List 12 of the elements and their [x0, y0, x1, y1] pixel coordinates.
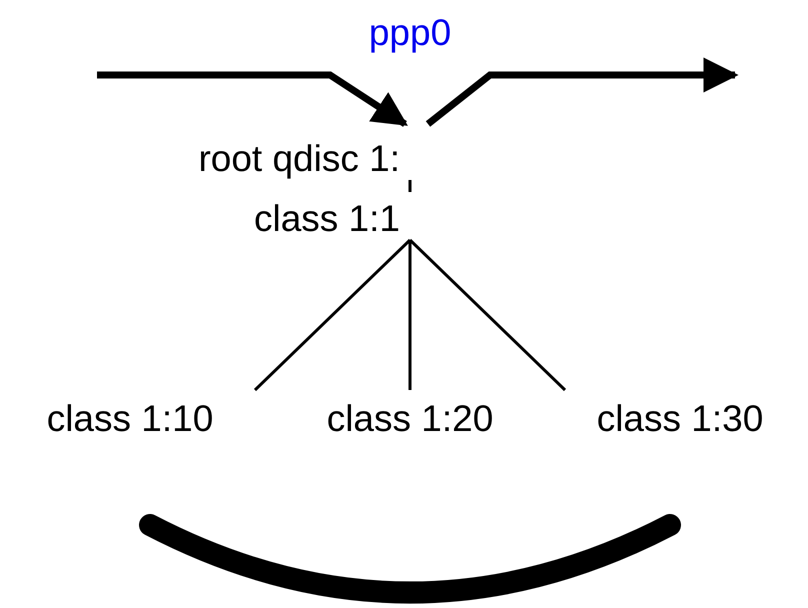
connector-line	[408, 180, 412, 192]
node-label: class 1:30	[596, 399, 764, 440]
interface-label: ppp0	[368, 12, 452, 54]
connector-line	[408, 240, 412, 390]
connector-line	[254, 238, 412, 392]
node-label: class 1:1	[254, 199, 400, 240]
node-label: root qdisc 1:	[198, 139, 400, 180]
arrow	[97, 72, 408, 127]
arrow	[426, 58, 738, 127]
node-label: class 1:10	[46, 399, 214, 440]
connector-line	[408, 238, 566, 392]
node-label: class 1:20	[326, 399, 494, 440]
